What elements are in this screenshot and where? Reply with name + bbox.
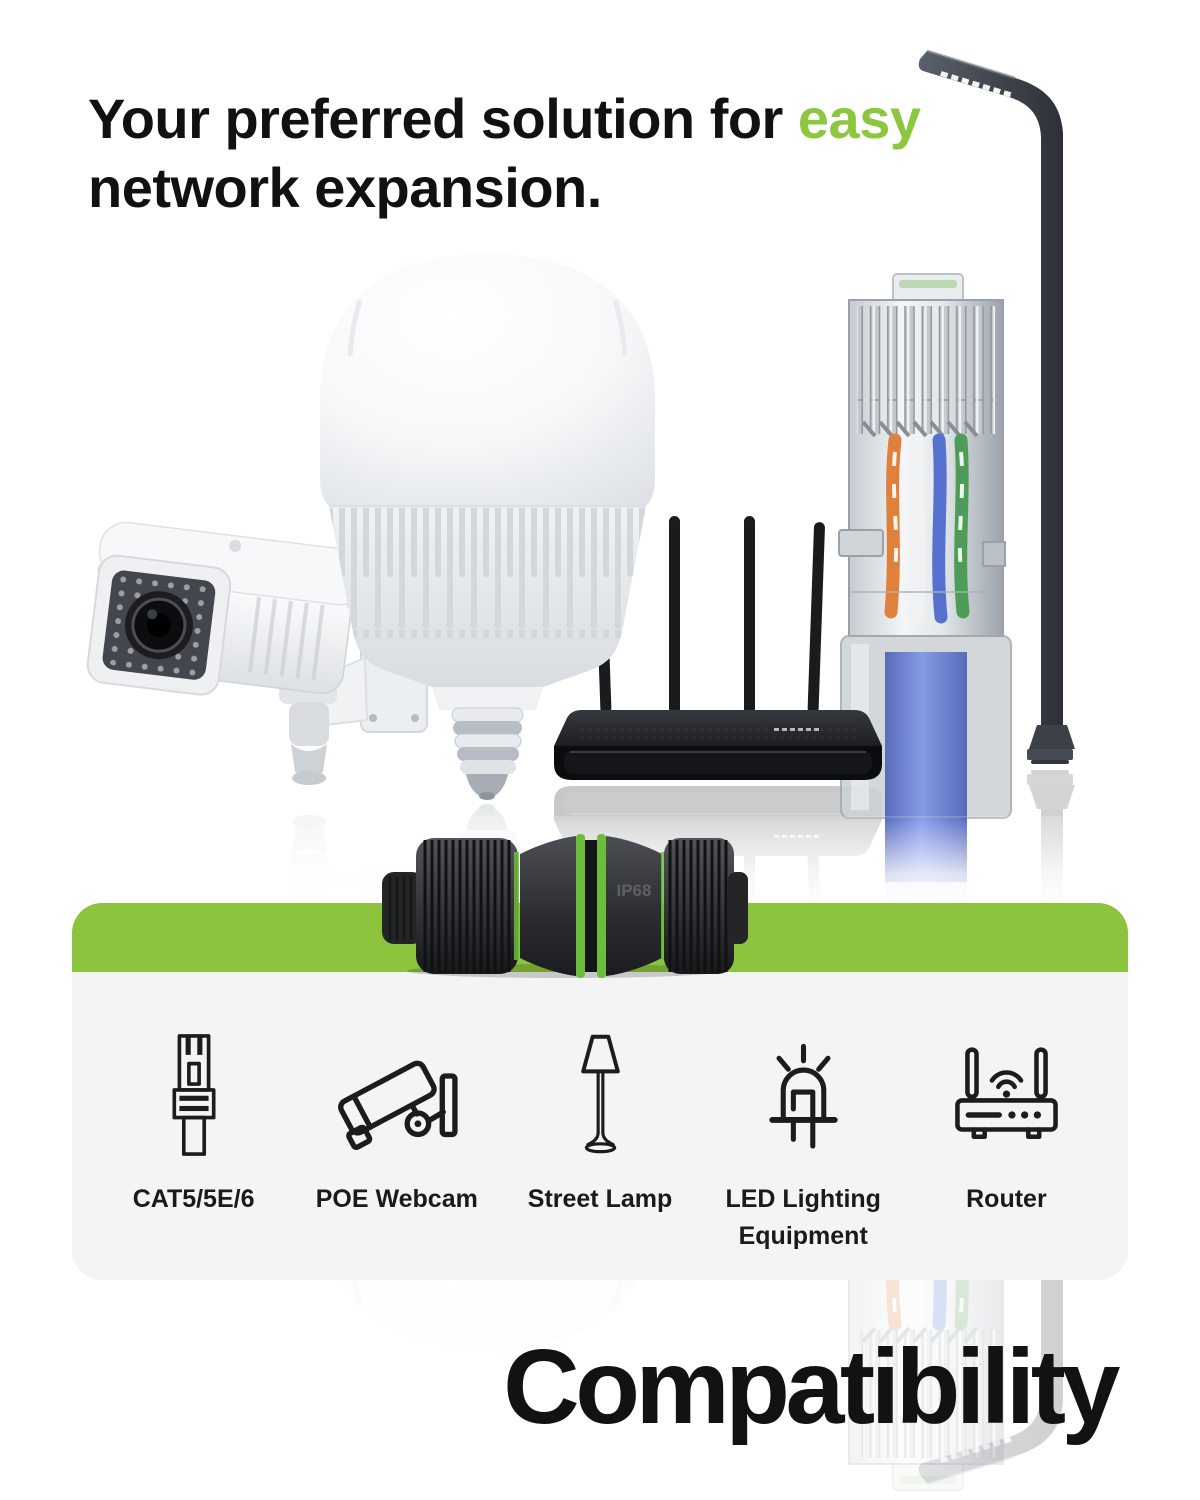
feature-label: POE Webcam [315,1185,478,1213]
headline-line1-prefix: Your preferred solution for [88,87,783,150]
compatibility-title: Compatibility [503,1328,1120,1446]
rj45-connector-photo [838,273,1012,882]
rj45-pins [857,306,995,434]
feature-label: Router [966,1185,1047,1213]
feature-cat5: CAT5/5E/6 [92,1029,295,1255]
feature-led-lighting: LED Lighting Equipment [702,1029,905,1255]
headline-highlight: easy [797,87,921,150]
rj45-plug-icon [172,1029,216,1161]
connector-ip68-marking: IP68 [617,881,652,900]
feature-label: Street Lamp [527,1185,673,1213]
feature-street-lamp: Street Lamp [498,1029,701,1255]
headline: Your preferred solution for easy network… [88,84,921,222]
waterproof-connector-photo: IP68 [382,834,748,978]
feature-label: LED Lighting Equipment [725,1185,881,1250]
cctv-camera-icon [333,1029,460,1161]
headline-line2: network expansion. [88,156,602,219]
bulb-ribs [329,508,646,638]
bulb-screw-base [451,707,524,800]
feature-router: Router [905,1029,1108,1255]
lamp-led-strip [940,71,1012,98]
feature-label: CAT5/5E/6 [132,1185,255,1213]
led-diode-icon [757,1029,850,1161]
wifi-router-photo [554,516,882,780]
street-lamp-icon [569,1029,632,1161]
feature-poe-webcam: POE Webcam [295,1029,498,1255]
street-lamp-pole-photo [918,49,1075,764]
connector-green-ring [576,834,585,978]
router-icon [952,1029,1061,1161]
led-bulb-photo [320,254,655,800]
feature-row: CAT5/5E/6 [72,1029,1128,1255]
